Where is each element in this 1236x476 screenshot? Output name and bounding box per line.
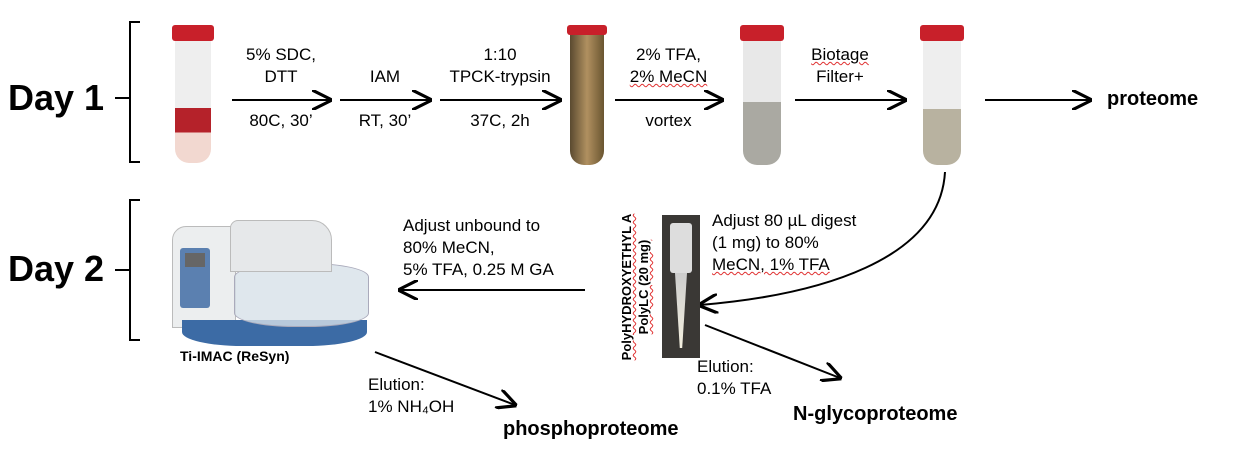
step1-conditions: 80C, 30’ xyxy=(249,111,313,130)
elution-phospho-text: Elution:1% NH₄OH xyxy=(368,375,455,416)
day2-label: Day 2 xyxy=(8,248,105,289)
arrow-phospho xyxy=(374,351,515,405)
step4-conditions: vortex xyxy=(645,111,692,130)
ti-imac-instrument-image xyxy=(172,218,369,346)
step3-conditions: 37C, 2h xyxy=(470,111,530,130)
tube-image-3 xyxy=(740,25,784,165)
phosphoproteome-label: phosphoproteome xyxy=(503,418,679,440)
tube-image-2 xyxy=(567,25,607,165)
adjust-digest-text: Adjust 80 µL digest(1 mg) to 80%MeCN, 1%… xyxy=(712,211,857,274)
step4-reagents: 2% TFA,2% MeCN xyxy=(629,45,708,86)
arrow-glyco xyxy=(704,324,840,378)
step2-reagents: IAM xyxy=(369,67,401,86)
day1-label: Day 1 xyxy=(8,77,105,118)
proteome-label: proteome xyxy=(1107,88,1199,110)
tip-image xyxy=(662,215,700,358)
day2-bracket xyxy=(115,199,140,341)
instrument-label: Ti-IMAC (ReSyn) xyxy=(180,348,290,364)
arrow-curve-to-tip xyxy=(700,171,946,305)
tube-image-1 xyxy=(172,25,214,163)
step1-reagents: 5% SDC,DTT xyxy=(246,45,316,86)
elution-glyco-text: Elution:0.1% TFA xyxy=(697,357,772,398)
day1-bracket xyxy=(115,21,140,163)
glycoproteome-label: N-glycoproteome xyxy=(793,403,958,425)
tube-image-4 xyxy=(920,25,964,165)
step2-conditions: RT, 30’ xyxy=(358,111,412,130)
